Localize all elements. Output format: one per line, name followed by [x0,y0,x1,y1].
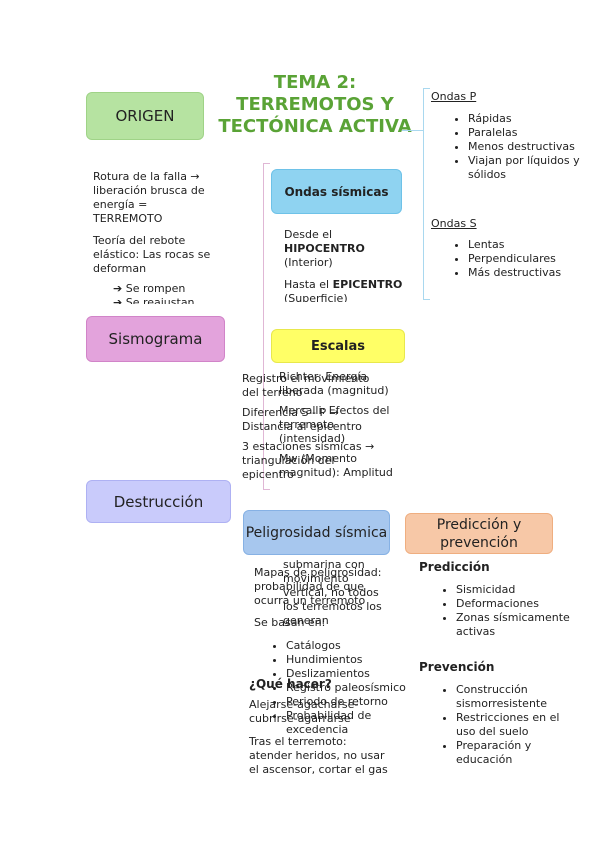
bracket-right-link [402,130,423,131]
page-title: TEMA 2: TERREMOTOS Y TECTÓNICA ACTIVA [218,72,412,137]
list-item: Registro paleosísmico [286,681,416,695]
bracket-right [423,88,430,300]
origen-rotura: Rotura de la falla → liberación brusca d… [93,170,205,225]
ondas-sismicas-node[interactable]: Ondas sísmicas [271,169,402,214]
peligrosidad-label: Peligrosidad sísmica [245,524,388,541]
prediccion-list: Sismicidad Deformaciones Zonas sísmicame… [428,583,581,639]
destruccion-node[interactable]: Destrucción [86,480,231,523]
list-item: Zonas sísmicamente activas [456,611,581,639]
peligrosidad-list: Catálogos Hundimientos Deslizamientos Re… [258,639,416,735]
que-hacer-heading: ¿Qué hacer? [249,677,332,691]
list-item: Perpendiculares [468,252,570,266]
sismograma-label: Sismograma [108,330,203,348]
list-item: Viajan por líquidos y sólidos [468,154,598,182]
tras-terremoto-text: Tras el terremoto: atender heridos, no u… [249,735,388,776]
prediccion-label: Predicción y prevención [436,516,522,551]
escalas-node[interactable]: Escalas [271,329,405,363]
interior-text: (Interior) [284,256,333,269]
ondas-sismicas-label: Ondas sísmicas [284,184,389,199]
destruccion-label: Destrucción [113,492,204,511]
prevencion-list: Construcción sismorresistente Restriccio… [428,683,581,767]
sismograma-line: Diferencia S - P → Distancia al epicentr… [242,406,362,433]
list-item: Sismicidad [456,583,581,597]
origen-teoria: Teoría del rebote elástico: Las rocas se… [93,234,211,275]
list-item: Paralelas [468,126,598,140]
list-item: Rápidas [468,112,598,126]
ondas-hasta: Hasta el EPICENTRO (Superficie) [284,278,409,302]
escalas-label: Escalas [310,338,366,354]
sismograma-text: Registro el movimiento del terreno Difer… [242,372,382,482]
list-item: Lentas [468,238,570,252]
list-item: Restricciones en el uso del suelo [456,711,581,739]
bracket-center [263,163,270,490]
list-item: Deformaciones [456,597,581,611]
ondas-s-heading: Ondas S [431,217,477,230]
list-item: Preparación y educación [456,739,581,767]
list-item: Construcción sismorresistente [456,683,581,711]
list-item: Catálogos [286,639,416,653]
sismograma-line: 3 estaciones sísmicas → triangulación de… [242,440,375,481]
superficie-text: (Superficie) [284,292,348,302]
ondas-s-clip: Lentas Perpendiculares Más destructivas [440,238,570,298]
hipocentro-text: HIPOCENTRO [284,242,365,255]
origen-label: ORIGEN [115,107,175,125]
epicentro-text: EPICENTRO [332,278,403,291]
prediccion-node[interactable]: Predicción y prevención [405,513,553,554]
list-item: Periodo de retorno [286,695,416,709]
sismograma-node[interactable]: Sismograma [86,316,225,362]
origen-node[interactable]: ORIGEN [86,92,204,140]
list-item: Menos destructivas [468,140,598,154]
hasta-text: Hasta el [284,278,333,291]
peligrosidad-mapas: Mapas de peligrosidad: probabilidad de q… [254,566,382,607]
list-item: Más destructivas [468,266,570,280]
list-item: Probabilidad de excedencia [286,709,416,735]
ondas-s-list: Lentas Perpendiculares Más destructivas [440,238,570,280]
origen-step: ➔ Se rompen [113,282,186,295]
escalas-text: Richter: Energía liberada (magnitud) Mer… [279,370,399,485]
escalas-line: Mw (Momento magnitud): Amplitud [279,452,393,479]
escalas-line: Mercalli: Efectos del terremoto (intensi… [279,404,390,445]
desde-text: Desde el [284,228,333,241]
origen-steps: ➔ Se rompen ➔ Se reajustan [93,282,211,304]
list-item: Deslizamientos [286,667,416,681]
ondas-p-list: Rápidas Paralelas Menos destructivas Via… [440,112,598,182]
ondas-p-heading: Ondas P [431,90,477,103]
sismograma-line: Registro el movimiento del terreno [242,372,370,399]
prevencion-heading: Prevención [419,660,495,674]
escalas-line: Richter: Energía liberada (magnitud) [279,370,389,397]
alejarse-text: Alejarse-agacharse-cubrirse-agarrarse [249,698,359,725]
list-item: Hundimientos [286,653,416,667]
peligrosidad-node[interactable]: Peligrosidad sísmica [243,510,390,555]
peligrosidad-overflow: submarina con movimiento vertical, no to… [283,558,382,627]
prediccion-heading: Predicción [419,560,490,574]
origen-step: ➔ Se reajustan [113,296,195,304]
peligrosidad-se-basan: Se basan en: [254,616,326,629]
ondas-desde: Desde el HIPOCENTRO (Interior) [284,228,404,270]
